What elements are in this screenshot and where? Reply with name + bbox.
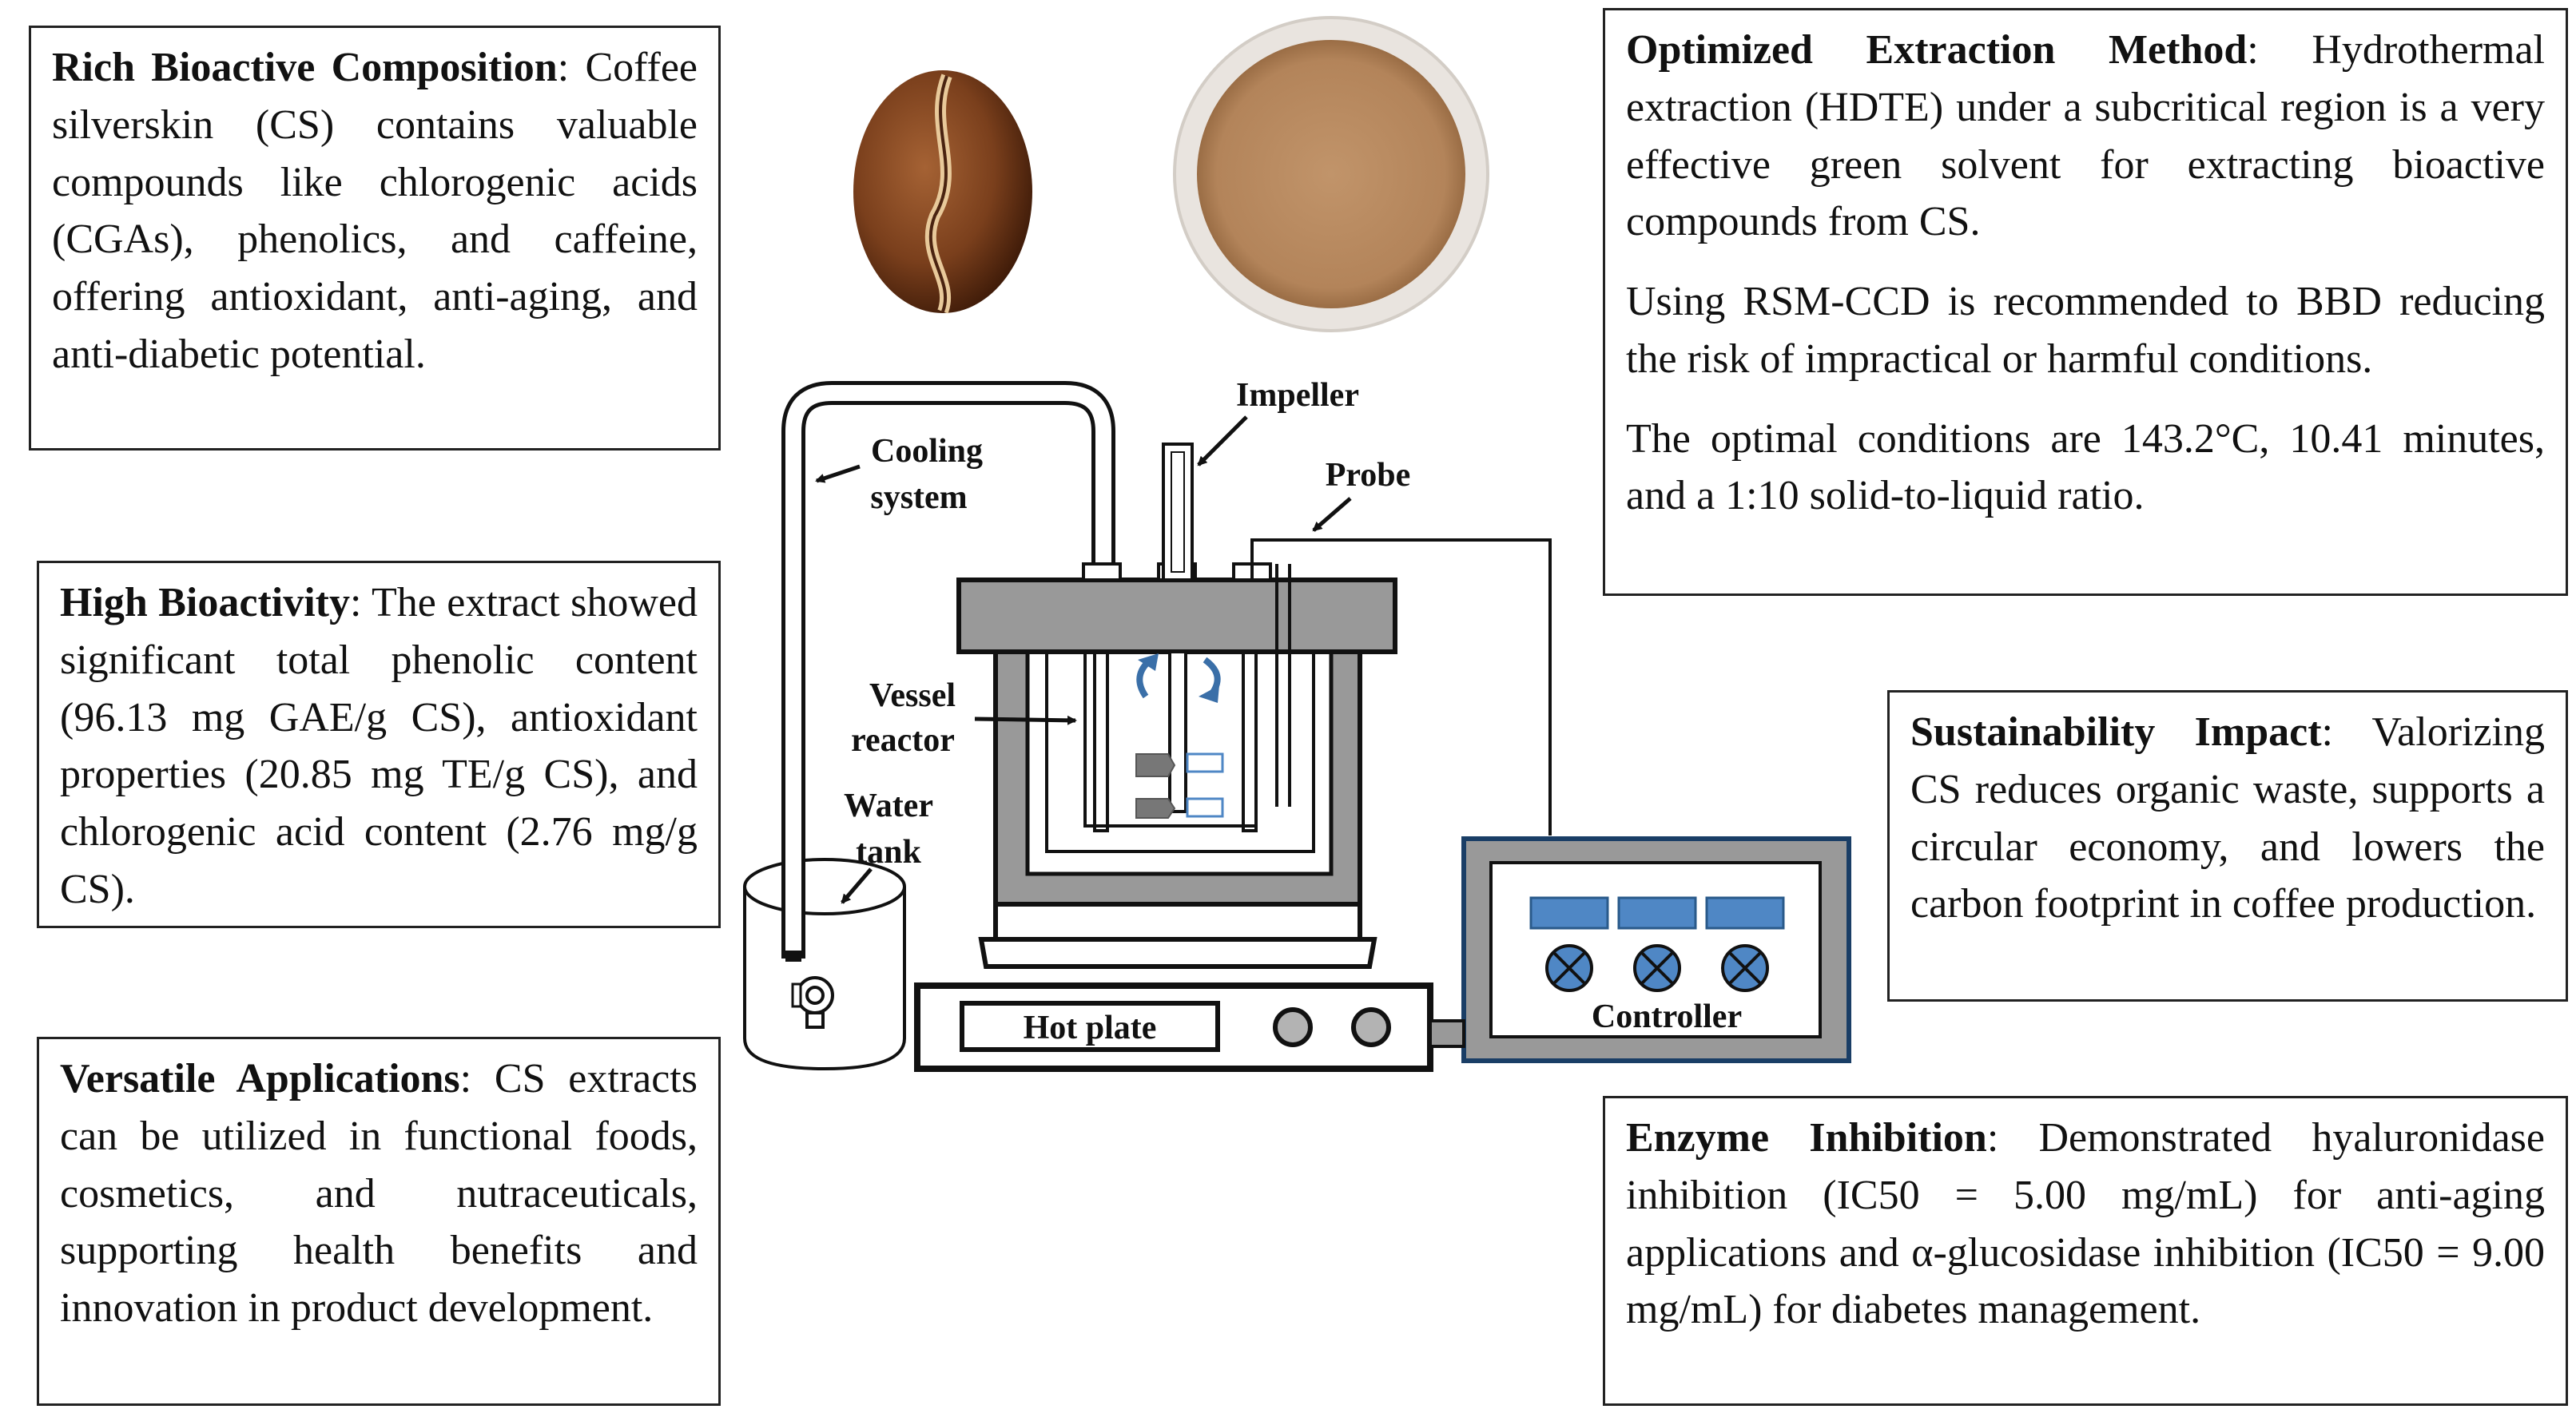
rich-bioactive-composition-box: Rich Bioactive Composition: Coffee silve… xyxy=(29,26,721,451)
probe-label: Probe xyxy=(1326,457,1411,494)
vessel-reactor-label-line2: reactor xyxy=(851,722,955,759)
impeller-arrow xyxy=(1197,415,1248,466)
vessel-reactor-label-line1: Vessel xyxy=(869,677,956,714)
cooling-system-label-line1: Cooling xyxy=(871,433,983,470)
water-tank-label-line1: Water xyxy=(844,788,933,824)
box-text-para3: The optimal conditions are 143.2°C, 10.4… xyxy=(1626,415,2545,519)
box-title: Rich Bioactive Composition xyxy=(52,45,558,90)
silverskin-powder-image xyxy=(1173,16,1489,332)
enzyme-inhibition-box: Enzyme Inhibition: Demonstrated hyaluron… xyxy=(1603,1096,2568,1406)
box-title: Versatile Applications xyxy=(60,1056,460,1101)
knob-icon xyxy=(1351,1007,1391,1047)
box-text-para2: Using RSM-CCD is recommended to BBD redu… xyxy=(1626,279,2545,382)
vessel-reactor xyxy=(1083,652,1258,832)
box-text: The extract showed significant total phe… xyxy=(60,580,698,912)
box-title: Enzyme Inhibition xyxy=(1626,1115,1987,1161)
optimized-extraction-box: Optimized Extraction Method: Hydrotherma… xyxy=(1603,8,2568,596)
water-tank xyxy=(743,858,906,1071)
probe-arrow xyxy=(1312,497,1352,532)
reactor-stand xyxy=(978,902,1377,969)
controller-label: Controller xyxy=(1592,998,1742,1035)
vessel-reactor-arrow xyxy=(974,715,1077,725)
impeller-label: Impeller xyxy=(1236,377,1359,414)
dial-icon xyxy=(1545,944,1593,992)
sustainability-impact-box: Sustainability Impact: Valorizing CS red… xyxy=(1887,690,2568,1002)
probe xyxy=(1250,538,1552,836)
box-text: Coffee silverskin (CS) contains valuable… xyxy=(52,45,698,377)
cooling-system-label-line2: system xyxy=(870,479,967,516)
water-tank-arrow xyxy=(841,867,873,904)
controller: Controller xyxy=(1429,836,1851,1063)
dial-icon xyxy=(1721,944,1769,992)
knob-icon xyxy=(1273,1007,1313,1047)
rotation-arrows-icon xyxy=(1136,653,1221,703)
hot-plate: Hot plate xyxy=(914,982,1433,1072)
box-text: Demonstrated hyaluronidase inhibition (I… xyxy=(1626,1115,2545,1333)
high-bioactivity-box: High Bioactivity: The extract showed sig… xyxy=(37,561,721,928)
box-text: Hydrothermal extraction (HDTE) under a s… xyxy=(1626,27,2545,245)
box-title: Optimized Extraction Method xyxy=(1626,27,2248,73)
hot-plate-label: Hot plate xyxy=(1024,1010,1157,1046)
dial-icon xyxy=(1633,944,1681,992)
box-text: CS extracts can be utilized in functiona… xyxy=(60,1056,698,1331)
impeller xyxy=(1135,443,1224,819)
box-title: Sustainability Impact xyxy=(1910,709,2322,755)
cooling-system-arrow xyxy=(815,464,861,483)
versatile-applications-box: Versatile Applications: CS extracts can … xyxy=(37,1037,721,1406)
coffee-bean-image xyxy=(853,70,1032,314)
box-title: High Bioactivity xyxy=(60,580,350,625)
water-tank-label-line2: tank xyxy=(856,834,921,871)
cooling-system-tube xyxy=(781,381,1115,962)
pump-icon xyxy=(791,976,834,1029)
box-text: Valorizing CS reduces organic waste, sup… xyxy=(1910,709,2545,927)
